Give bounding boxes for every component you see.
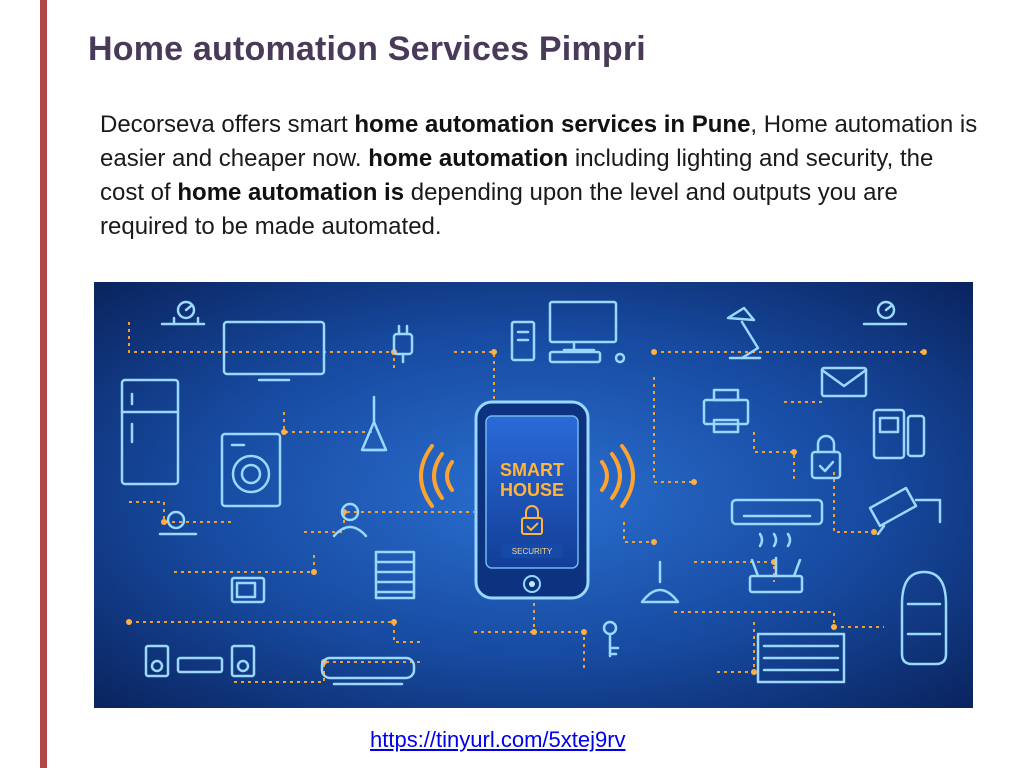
desk-lamp-icon [726, 306, 762, 360]
phone-lock-icon [521, 505, 543, 535]
smartphone-icon: SMART HOUSE SECURITY [474, 400, 590, 600]
para-text-2: , Home automation is easier and cheaper … [100, 111, 978, 172]
car-icon [900, 570, 948, 666]
router-icon [748, 556, 804, 594]
body-paragraph: Decorseva offers smart home automation s… [100, 108, 980, 244]
window-blinds-icon [374, 550, 416, 600]
desktop-computer-icon [510, 300, 626, 364]
plug-icon [392, 324, 414, 364]
printer-icon [702, 388, 750, 434]
security-camera-icon [868, 486, 942, 536]
phone-security-label: SECURITY [512, 547, 553, 556]
para-bold-2: home automation [368, 145, 569, 172]
speaker-icon [144, 644, 256, 678]
para-text-1: Decorseva offers smart [100, 111, 355, 138]
thermostat-icon [158, 510, 198, 536]
refrigerator-icon [120, 378, 180, 486]
para-bold-1: home automation services in Pune [354, 111, 751, 138]
para-text-3: including lighting and security, the cos… [100, 145, 934, 206]
mail-icon [820, 366, 868, 398]
intercom-icon [872, 408, 926, 460]
microwave-icon [230, 576, 266, 604]
phone-text-house: HOUSE [500, 480, 564, 500]
garage-door-icon [756, 632, 846, 684]
slide-title: Home automation Services Pimpri [88, 30, 646, 68]
wifi-waves-left-icon [419, 444, 454, 508]
tinyurl-link[interactable]: https://tinyurl.com/5xtej9rv [370, 727, 626, 752]
smart-house-illustration: SMART HOUSE SECURITY [94, 282, 973, 708]
television-icon [222, 320, 326, 382]
para-bold-3: home automation is [177, 179, 405, 206]
padlock-icon [810, 434, 842, 480]
washing-machine-icon [220, 432, 282, 508]
air-conditioner-icon [730, 498, 824, 548]
connector-nodes [126, 349, 927, 675]
robot-vacuum-icon [320, 656, 416, 686]
gauge-icon [160, 300, 206, 326]
key-icon [602, 620, 620, 658]
meter-icon [862, 300, 908, 326]
user-icon [332, 502, 368, 538]
phone-text-smart: SMART [500, 460, 564, 480]
wifi-waves-right-icon [600, 444, 635, 508]
left-accent-bar [40, 0, 47, 768]
para-text-4: depending upon the level and outputs you… [100, 179, 898, 240]
smart-house-svg: SMART HOUSE SECURITY [94, 282, 973, 708]
pendant-lamp-icon [640, 560, 680, 604]
lamp-icon [360, 395, 388, 452]
